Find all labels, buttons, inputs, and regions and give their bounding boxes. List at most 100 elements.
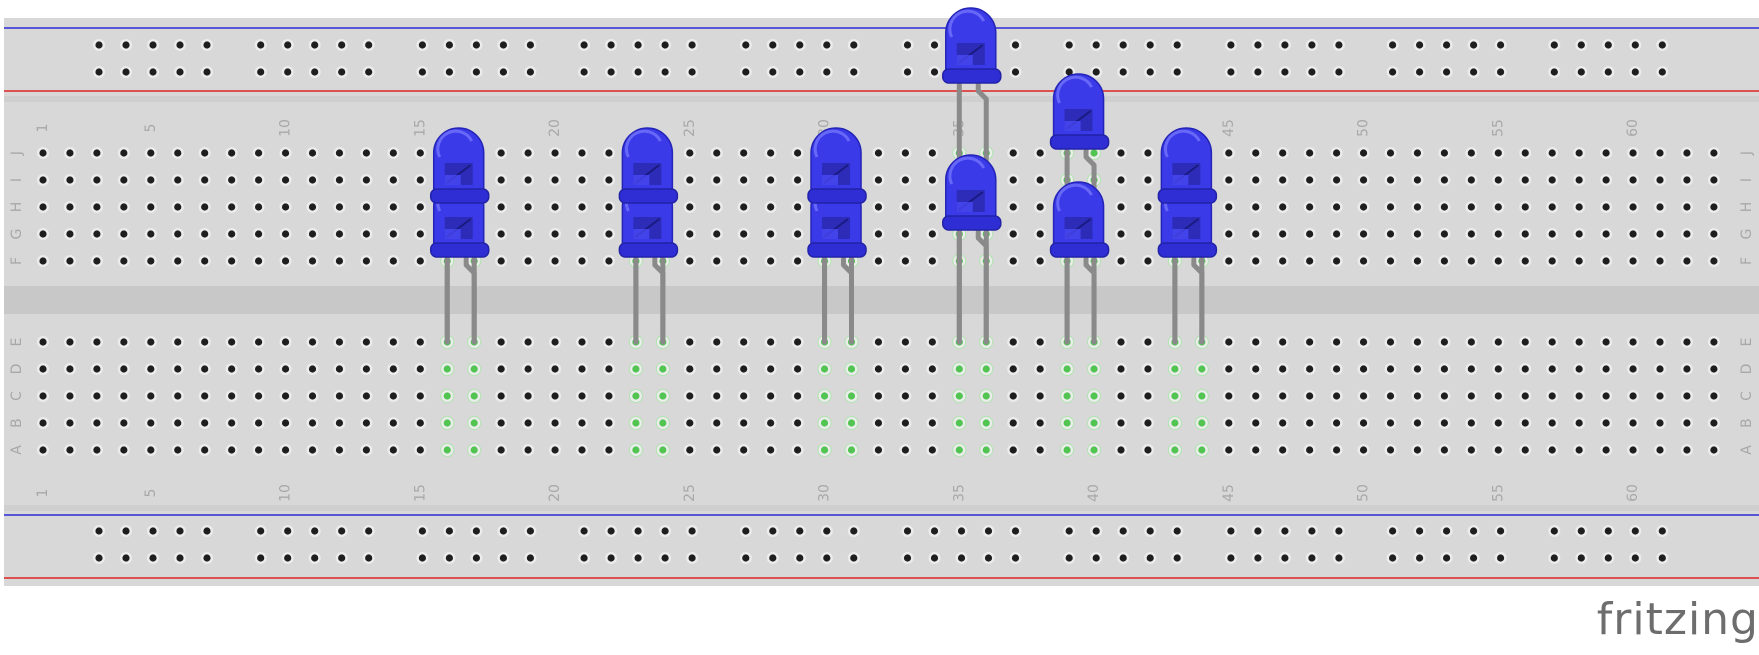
hole-A56: [1521, 446, 1529, 454]
leds: [429, 7, 1218, 258]
row-label-C: C: [1739, 391, 1755, 401]
hole-A29: [794, 446, 802, 454]
rail-hole-top: [1604, 68, 1612, 76]
rail-hole-top: [1227, 41, 1235, 49]
rail-hole-bottom: [1308, 527, 1316, 535]
hole-B42: [1144, 419, 1152, 427]
rail-hole-bottom: [742, 554, 750, 562]
hole-B19: [524, 419, 532, 427]
hole-D46: [1252, 365, 1260, 373]
hole-J41: [1117, 149, 1125, 157]
rail-hole-bottom: [607, 527, 615, 535]
hole-I38: [1036, 176, 1044, 184]
hole-A46: [1252, 446, 1260, 454]
hole-C5: [147, 392, 155, 400]
hole-C52: [1413, 392, 1422, 400]
hole-F56: [1521, 257, 1529, 265]
hole-C10: [281, 392, 290, 400]
hole-H60: [1629, 203, 1637, 211]
hole-A61: [1656, 446, 1664, 454]
hole-F55: [1494, 257, 1502, 265]
hole-B23: [632, 419, 640, 427]
row-label-B: B: [9, 418, 25, 428]
hole-E27: [740, 338, 748, 346]
hole-I45: [1225, 176, 1233, 184]
hole-F10: [281, 257, 290, 265]
hole-D39: [1063, 365, 1071, 373]
hole-E32: [874, 338, 883, 346]
row-label-C: C: [9, 391, 25, 401]
rail-hole-bottom: [1658, 554, 1666, 562]
hole-H15: [416, 203, 424, 211]
rail-hole-top: [445, 41, 453, 49]
rail-hole-top: [418, 41, 426, 49]
rail-hole-top: [1416, 68, 1424, 76]
hole-C54: [1467, 392, 1475, 400]
rail-hole-top: [930, 68, 939, 76]
hole-C37: [1009, 392, 1017, 400]
hole-G28: [767, 230, 775, 238]
rail-hole-top: [930, 41, 939, 49]
row-label-J: J: [9, 151, 25, 156]
rail-hole-bottom: [445, 527, 453, 535]
rail-hole-top: [445, 68, 453, 76]
hole-A58: [1575, 446, 1583, 454]
hole-F11: [308, 257, 317, 265]
row-label-F: F: [9, 257, 25, 265]
hole-F41: [1117, 257, 1125, 265]
hole-E18: [497, 338, 505, 346]
hole-C50: [1359, 392, 1368, 400]
hole-H19: [524, 203, 532, 211]
hole-D19: [524, 365, 532, 373]
rail-hole-top: [1389, 41, 1397, 49]
rail-hole-bottom: [445, 554, 453, 562]
hole-C19: [524, 392, 532, 400]
hole-F54: [1467, 257, 1475, 265]
hole-F12: [335, 257, 344, 265]
hole-G49: [1333, 230, 1341, 238]
rail-hole-top: [1011, 68, 1020, 76]
hole-D24: [659, 365, 667, 373]
rail-hole-top: [1631, 41, 1639, 49]
hole-A14: [389, 446, 397, 454]
hole-C49: [1333, 392, 1341, 400]
rail-hole-top: [1604, 41, 1612, 49]
rail-hole-top: [580, 41, 588, 49]
hole-E46: [1252, 338, 1260, 346]
hole-J25: [686, 149, 694, 157]
hole-C25: [686, 392, 694, 400]
rail-hole-bottom: [1065, 554, 1073, 562]
hole-I50: [1359, 176, 1368, 184]
hole-E3: [93, 338, 101, 346]
hole-D44: [1198, 365, 1206, 373]
hole-G20: [551, 230, 559, 238]
row-label-I: I: [1739, 178, 1755, 182]
column-label-25: 25: [682, 119, 698, 137]
rail-hole-top: [580, 68, 588, 76]
rail-hole-bottom: [661, 527, 669, 535]
hole-D22: [605, 365, 613, 373]
hole-I18: [497, 176, 505, 184]
hole-E21: [578, 338, 586, 346]
rail-hole-bottom: [284, 554, 292, 562]
hole-I14: [389, 176, 397, 184]
rail-hole-bottom: [634, 527, 642, 535]
column-label-50: 50: [1356, 119, 1372, 137]
hole-E15: [416, 338, 424, 346]
hole-C4: [120, 392, 128, 400]
row-label-G: G: [1739, 229, 1755, 240]
hole-H22: [605, 203, 613, 211]
hole-F3: [93, 257, 101, 265]
hole-H7: [201, 203, 209, 211]
column-label-5: 5: [143, 124, 159, 133]
hole-G63: [1710, 230, 1718, 238]
hole-J8: [228, 149, 236, 157]
rail-hole-bottom: [823, 527, 831, 535]
hole-D63: [1710, 365, 1718, 373]
hole-G4: [120, 230, 128, 238]
fritzing-logo: fritzing: [1596, 594, 1759, 645]
hole-B27: [740, 419, 748, 427]
hole-A18: [497, 446, 505, 454]
hole-F61: [1656, 257, 1664, 265]
hole-F33: [901, 257, 910, 265]
